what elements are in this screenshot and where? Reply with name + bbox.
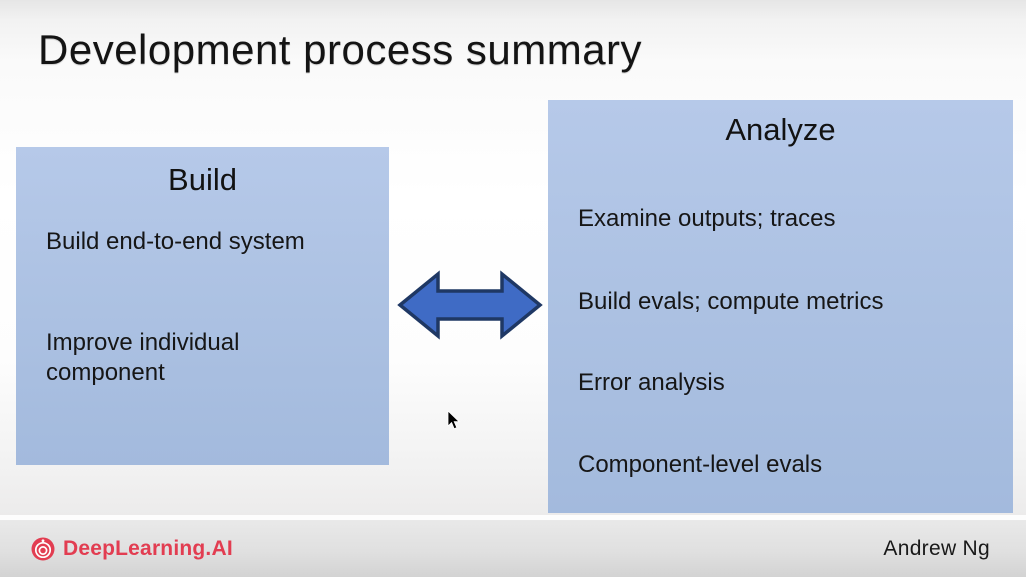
slide-title: Development process summary — [38, 26, 643, 73]
build-box: Build Build end-to-end system Improve in… — [16, 147, 389, 465]
build-box-heading: Build — [168, 162, 237, 197]
deeplearning-ai-logo: DeepLearning.AI — [30, 536, 233, 562]
double-arrow-icon — [397, 268, 543, 342]
brand-name: DeepLearning.AI — [63, 536, 233, 560]
analyze-box-item: Examine outputs; traces — [578, 205, 836, 232]
build-box-item: Improve individual component — [46, 329, 240, 386]
slide-canvas: Development process summary Build Build … — [0, 0, 1026, 515]
deeplearning-ai-logo-icon — [31, 537, 55, 560]
analyze-box-item: Error analysis — [578, 369, 725, 396]
footer-bar: DeepLearning.AI Andrew Ng — [0, 520, 1026, 577]
analyze-box: Analyze Examine outputs; traces Build ev… — [548, 100, 1013, 513]
mouse-cursor-icon — [447, 410, 461, 431]
analyze-box-heading: Analyze — [725, 112, 836, 147]
footer-divider — [0, 515, 1026, 520]
author-name: Andrew Ng — [883, 536, 990, 560]
build-box-item: Build end-to-end system — [46, 228, 305, 255]
analyze-box-item: Build evals; compute metrics — [578, 288, 884, 315]
analyze-box-item: Component-level evals — [578, 451, 823, 478]
